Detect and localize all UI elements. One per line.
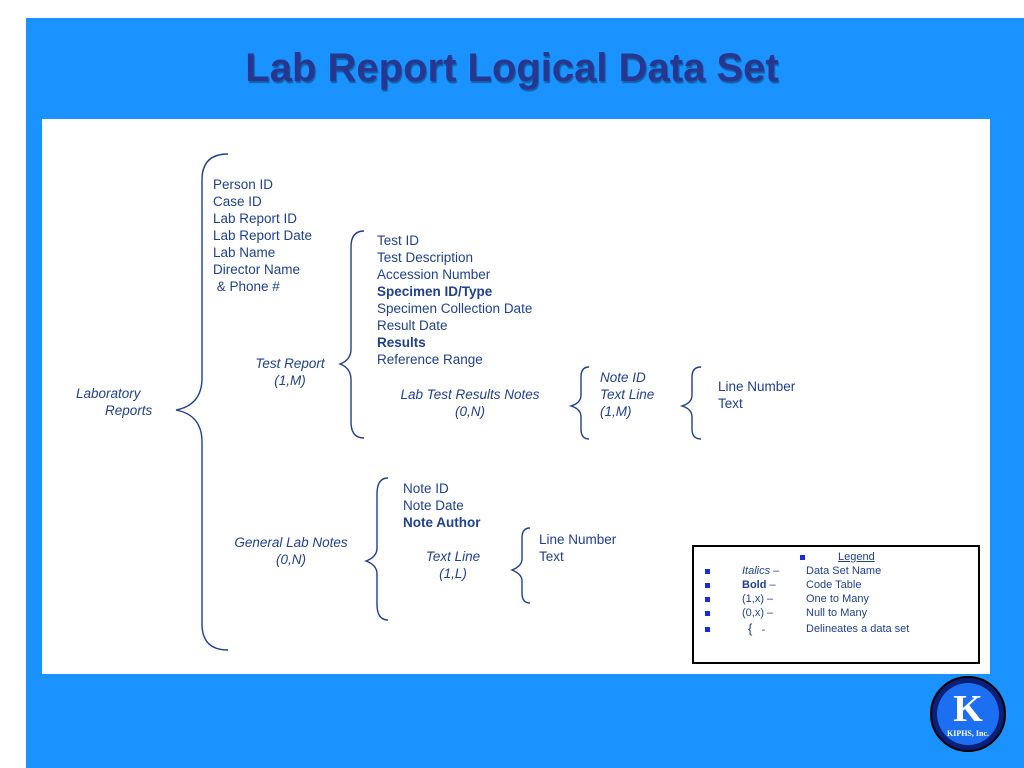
legend-bullet-icon bbox=[705, 569, 710, 574]
legend-row: Bold – Code Table bbox=[694, 578, 978, 592]
field-note-date: Note Date bbox=[403, 498, 464, 513]
root-line-1: Laboratory bbox=[76, 386, 141, 401]
bracket-general-notes bbox=[363, 477, 389, 621]
root-dataset-label: Laboratory Reports bbox=[76, 385, 152, 419]
logo-letter: K bbox=[953, 688, 983, 730]
legend-desc-data-set-name: Data Set Name bbox=[806, 565, 882, 577]
slide-title: Lab Report Logical Data Set bbox=[245, 46, 779, 90]
legend-key-italics: Italics bbox=[742, 565, 771, 577]
logo-inner-circle: K KIPHS, Inc. bbox=[937, 683, 999, 745]
kiphs-logo: K KIPHS, Inc. bbox=[930, 676, 1006, 752]
field-director-phone: & Phone # bbox=[213, 279, 280, 294]
legend-bullet-icon bbox=[705, 627, 710, 632]
field-person-id: Person ID bbox=[213, 177, 274, 192]
legend-desc-one-to-many: One to Many bbox=[806, 593, 869, 605]
field-line-number: Line Number bbox=[718, 379, 796, 394]
legend-row: (0,x) – Null to Many bbox=[694, 606, 978, 620]
field-reference-range: Reference Range bbox=[377, 352, 483, 367]
legend-bullet-icon bbox=[705, 597, 710, 602]
legend-row: Italics – Data Set Name bbox=[694, 564, 978, 578]
legend-title: Legend bbox=[838, 551, 875, 563]
general-text-line-label: Text Line (1,L) bbox=[408, 548, 498, 582]
lab-test-results-notes-label: Lab Test Results Notes (0,N) bbox=[385, 386, 555, 420]
field-lab-report-id: Lab Report ID bbox=[213, 211, 298, 226]
general-text-line-cardinality: (1,L) bbox=[439, 566, 467, 581]
lab-report-field-list: Person ID Case ID Lab Report ID Lab Repo… bbox=[213, 176, 312, 295]
field-result-date: Result Date bbox=[377, 318, 448, 333]
legend-header: Legend bbox=[694, 550, 978, 564]
field-director-name: Director Name bbox=[213, 262, 301, 277]
text-line-dataset-name: Text Line bbox=[600, 387, 655, 402]
results-notes-cardinality: (0,N) bbox=[455, 404, 485, 419]
bracket-results-notes bbox=[568, 366, 590, 440]
legend-brace-icon: { bbox=[748, 621, 753, 636]
field-results: Results bbox=[377, 335, 426, 350]
legend-bullet-icon bbox=[705, 611, 710, 616]
logo-text: KIPHS, Inc. bbox=[946, 729, 989, 738]
legend-bullet-icon bbox=[705, 583, 710, 588]
legend-desc-null-to-many: Null to Many bbox=[806, 607, 868, 619]
legend-sep: - bbox=[752, 624, 766, 636]
field-general-note-id: Note ID bbox=[403, 481, 449, 496]
root-line-2: Reports bbox=[105, 403, 153, 418]
field-case-id: Case ID bbox=[213, 194, 262, 209]
field-general-line-number: Line Number bbox=[539, 532, 617, 547]
legend-desc-delineates: Delineates a data set bbox=[806, 623, 910, 635]
legend-key-one-to-many: (1,x) bbox=[742, 593, 764, 605]
legend-sep: – bbox=[764, 607, 774, 619]
test-report-name: Test Report bbox=[255, 356, 325, 371]
legend-sep: – bbox=[766, 579, 776, 591]
general-note-field-list: Note ID Note Date Note Author bbox=[403, 480, 481, 531]
legend-box: Legend Italics – Data Set Name Bold – Co… bbox=[692, 545, 980, 664]
field-specimen-id-type: Specimen ID/Type bbox=[377, 284, 493, 299]
field-test-id: Test ID bbox=[377, 233, 420, 248]
legend-sep: – bbox=[770, 565, 780, 577]
general-text-line-field-list: Line Number Text bbox=[539, 531, 616, 565]
legend-key-bold: Bold bbox=[742, 579, 767, 591]
field-specimen-collection-date: Specimen Collection Date bbox=[377, 301, 533, 316]
general-notes-cardinality: (0,N) bbox=[276, 552, 306, 567]
legend-key-null-to-many: (0,x) bbox=[742, 607, 764, 619]
legend-bullet-icon bbox=[800, 555, 805, 560]
general-text-line-name: Text Line bbox=[425, 549, 481, 564]
bracket-test-report bbox=[337, 230, 365, 439]
field-note-author: Note Author bbox=[403, 515, 481, 530]
legend-row: { - Delineates a data set bbox=[694, 622, 978, 636]
legend-sep: – bbox=[764, 593, 774, 605]
field-general-text: Text bbox=[539, 549, 564, 564]
field-accession-number: Accession Number bbox=[377, 267, 491, 282]
bracket-lab-report bbox=[175, 153, 229, 651]
general-lab-notes-label: General Lab Notes (0,N) bbox=[225, 534, 357, 568]
field-lab-name: Lab Name bbox=[213, 245, 276, 260]
results-text-line-field-list: Line Number Text bbox=[718, 378, 795, 412]
legend-desc-code-table: Code Table bbox=[806, 579, 862, 591]
field-lab-report-date: Lab Report Date bbox=[213, 228, 313, 243]
results-note-field-list: Note ID Text Line (1,M) bbox=[600, 369, 654, 420]
text-line-cardinality: (1,M) bbox=[600, 404, 632, 419]
field-note-id: Note ID bbox=[600, 370, 646, 385]
test-report-field-list: Test ID Test Description Accession Numbe… bbox=[377, 232, 532, 368]
field-text: Text bbox=[718, 396, 743, 411]
test-report-dataset-label: Test Report (1,M) bbox=[240, 355, 340, 389]
field-test-description: Test Description bbox=[377, 250, 474, 265]
results-notes-name: Lab Test Results Notes bbox=[400, 387, 540, 402]
bracket-text-line-2 bbox=[510, 527, 531, 604]
legend-row: (1,x) – One to Many bbox=[694, 592, 978, 606]
test-report-cardinality: (1,M) bbox=[274, 373, 306, 388]
bracket-text-line-1 bbox=[679, 366, 702, 440]
general-notes-name: General Lab Notes bbox=[234, 535, 348, 550]
